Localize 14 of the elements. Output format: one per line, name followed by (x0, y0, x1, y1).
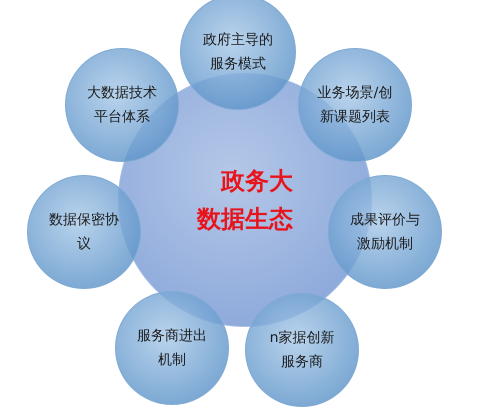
topic-circle (298, 48, 412, 162)
topic-circle (27, 175, 141, 289)
circle-label: 业务场景/创新课题列表 (316, 84, 394, 127)
hub-title: 政务大数据生态 (197, 166, 293, 235)
circle-label: 大数据技术平台体系 (86, 84, 158, 127)
circle-label: 服务商进出机制 (136, 327, 208, 370)
topic-circle (65, 48, 179, 162)
circle-label: n家据创新服务商 (268, 329, 336, 372)
topic-circle (245, 293, 359, 407)
topic-circle (115, 291, 229, 405)
topic-circle (328, 175, 442, 289)
circle-label: 成果评价与激励机制 (349, 211, 421, 254)
circle-label: 数据保密协议 (48, 211, 120, 254)
circle-label: 政府主导的服务模式 (202, 31, 274, 74)
